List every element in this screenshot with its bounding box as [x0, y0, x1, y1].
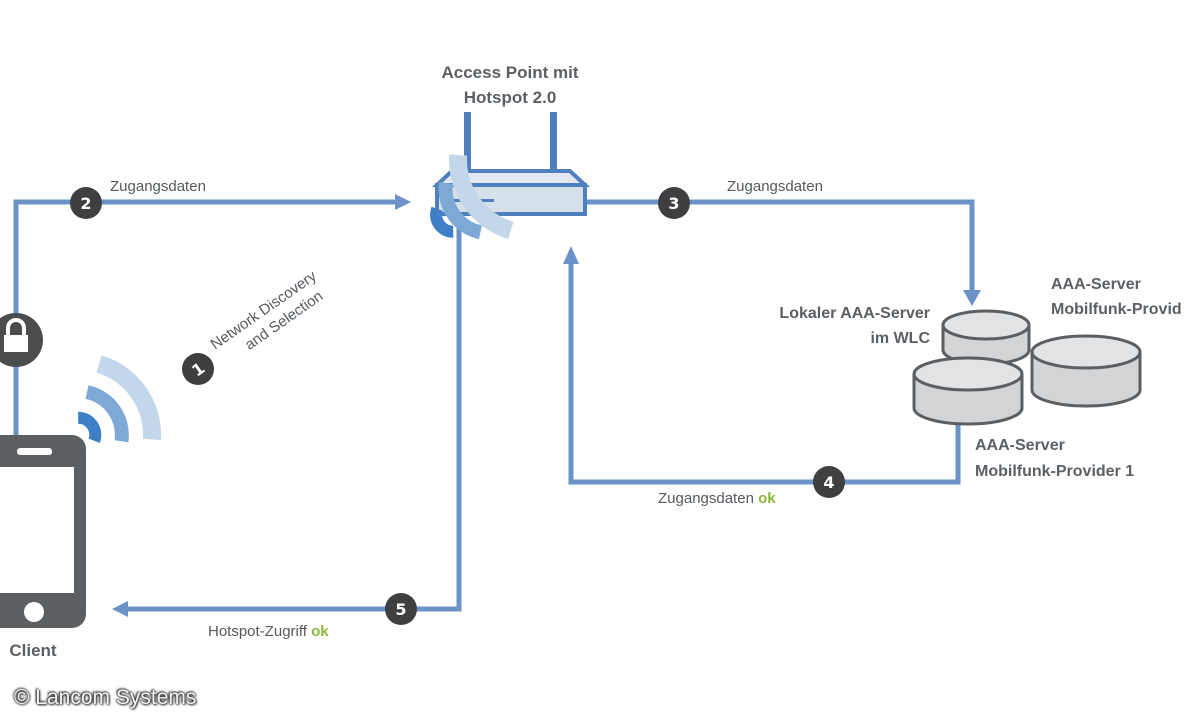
step-4-label: Zugangsdaten ok [658, 490, 776, 507]
step-badge-1: 1 [182, 353, 214, 385]
provider-2-label-2: Mobilfunk-Provid [1051, 301, 1182, 318]
svg-text:2: 2 [80, 194, 91, 213]
status-ok: ok [758, 490, 776, 507]
step-2-label: Zugangsdaten [110, 178, 206, 195]
step-1-label: Network Discovery and Selection [208, 267, 327, 353]
database-icon [941, 309, 1031, 366]
step-badge-4: 4 [813, 466, 845, 498]
connector-step-4 [563, 246, 961, 485]
step-badge-5: 5 [385, 593, 417, 625]
database-icon [912, 356, 1024, 426]
lock-icon [0, 313, 43, 367]
step-3-label: Zugangsdaten [727, 178, 823, 195]
provider-1-label: AAA-Server [975, 437, 1065, 454]
connector-step-2 [13, 194, 411, 435]
client-label: Client [9, 641, 57, 660]
svg-text:3: 3 [668, 194, 679, 213]
provider-1-label-2: Mobilfunk-Provider 1 [975, 463, 1134, 480]
step-badge-2: 2 [70, 187, 102, 219]
wifi-signal-icon [77, 355, 161, 443]
database-icon [1030, 334, 1142, 408]
access-point-label: Access Point mit [442, 63, 579, 82]
smartphone-icon [0, 435, 86, 628]
svg-text:4: 4 [823, 473, 834, 492]
status-ok: ok [311, 623, 329, 640]
step-badge-3: 3 [658, 187, 690, 219]
provider-2-label: AAA-Server [1051, 276, 1141, 293]
connector-step-5 [112, 215, 462, 617]
connector-step-3 [585, 199, 981, 306]
copyright-watermark: © Lancom Systems [14, 686, 197, 709]
svg-text:5: 5 [395, 600, 406, 619]
local-server-label: Lokaler AAA-Server [779, 305, 930, 322]
local-server-label-2: im WLC [870, 330, 930, 347]
step-5-label: Hotspot-Zugriff ok [208, 623, 329, 640]
access-point-label-2: Hotspot 2.0 [464, 88, 557, 107]
